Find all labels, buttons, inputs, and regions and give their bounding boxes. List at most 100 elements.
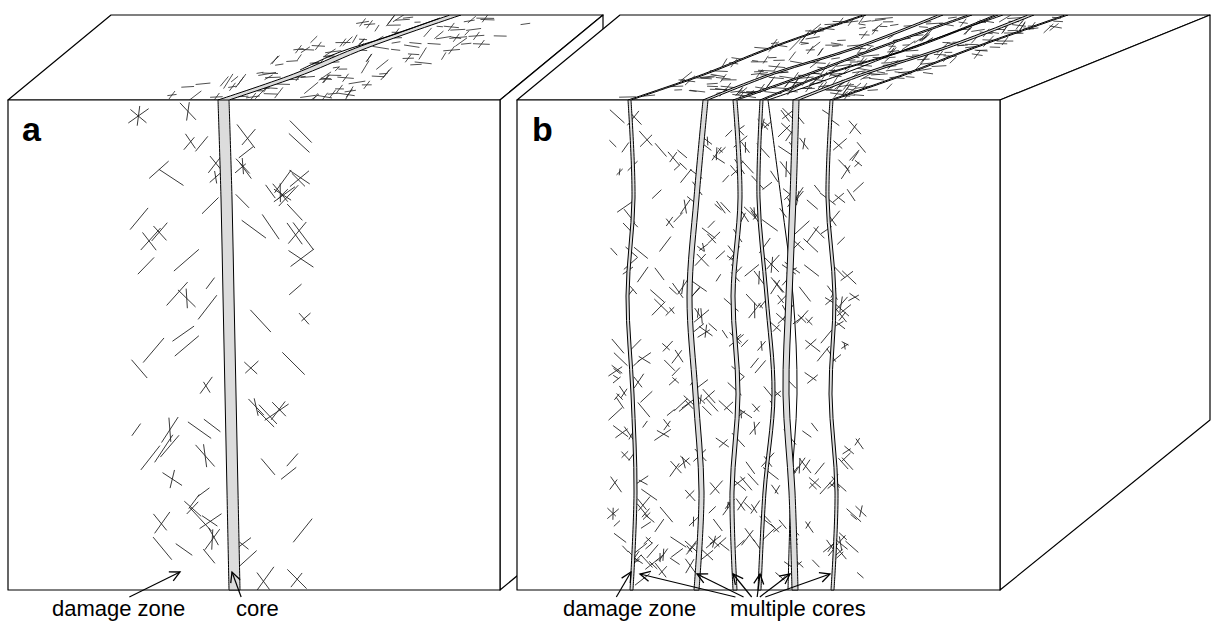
leader-arrow bbox=[129, 572, 180, 597]
fracture-mark bbox=[640, 391, 652, 402]
fracture-mark bbox=[405, 54, 411, 62]
fracture-mark bbox=[932, 65, 947, 67]
fracture-mark bbox=[375, 25, 379, 31]
fracture-mark bbox=[950, 57, 956, 63]
fracture-mark bbox=[814, 227, 825, 238]
fracture-mark bbox=[236, 159, 250, 174]
fracture-mark bbox=[141, 228, 161, 250]
fracture-mark bbox=[202, 516, 217, 526]
fracture-mark bbox=[957, 45, 968, 47]
fracture-mark bbox=[301, 47, 310, 53]
fracture-mark bbox=[789, 52, 796, 61]
fracture-mark bbox=[958, 45, 965, 47]
fracture-mark bbox=[634, 377, 642, 388]
fracture-mark bbox=[340, 39, 346, 47]
fracture-mark bbox=[637, 267, 648, 282]
fracture-mark bbox=[858, 13, 866, 24]
fracture-mark bbox=[612, 339, 624, 353]
fracture-mark bbox=[634, 374, 643, 388]
fracture-mark bbox=[670, 307, 675, 313]
fracture-mark bbox=[880, 26, 888, 27]
fracture-mark bbox=[610, 479, 617, 489]
zone-label: damage zone bbox=[563, 596, 696, 621]
fracture-mark bbox=[745, 142, 746, 153]
fracture-mark bbox=[674, 89, 682, 90]
fracture-mark bbox=[404, 45, 419, 47]
fracture-mark bbox=[654, 429, 670, 440]
fracture-mark bbox=[837, 237, 844, 244]
fracture-mark bbox=[319, 72, 331, 80]
fracture-mark bbox=[807, 226, 818, 242]
fracture-mark bbox=[721, 202, 731, 212]
fracture-mark bbox=[424, 28, 432, 37]
fracture-mark bbox=[614, 394, 619, 400]
fracture-mark bbox=[838, 458, 848, 469]
fracture-mark bbox=[640, 135, 652, 147]
fracture-mark bbox=[945, 52, 953, 53]
fracture-mark bbox=[295, 45, 301, 53]
fracture-mark bbox=[167, 282, 188, 305]
fracture-mark bbox=[843, 86, 849, 94]
fracture-mark bbox=[619, 96, 636, 97]
fracture-mark bbox=[820, 479, 833, 494]
fracture-mark bbox=[890, 24, 898, 25]
fracture-mark bbox=[803, 138, 805, 149]
fracture-mark bbox=[239, 551, 256, 567]
fracture-mark bbox=[622, 546, 628, 552]
fracture-mark bbox=[994, 43, 1007, 44]
fracture-mark bbox=[716, 438, 729, 447]
fracture-mark bbox=[298, 54, 302, 59]
fracture-mark bbox=[854, 94, 864, 96]
fracture-mark bbox=[624, 427, 633, 440]
fracture-mark bbox=[868, 89, 878, 91]
fracture-mark bbox=[346, 89, 352, 97]
fracture-mark bbox=[310, 36, 317, 43]
fracture-mark bbox=[883, 21, 893, 22]
fracture-mark bbox=[360, 18, 366, 26]
fracture-mark bbox=[849, 121, 861, 135]
fracture-mark bbox=[719, 147, 726, 153]
fracture-mark bbox=[707, 137, 709, 146]
fracture-mark bbox=[686, 490, 694, 498]
fracture-mark bbox=[694, 323, 704, 331]
fracture-mark bbox=[746, 462, 755, 474]
fracture-mark bbox=[143, 338, 164, 363]
fracture-mark bbox=[449, 37, 467, 39]
fracture-mark bbox=[383, 70, 389, 78]
fracture-mark bbox=[670, 463, 679, 476]
fracture-mark bbox=[153, 226, 166, 240]
fracture-mark bbox=[850, 124, 857, 134]
fracture-mark bbox=[330, 90, 336, 98]
fracture-mark bbox=[781, 123, 792, 133]
fracture-mark bbox=[614, 533, 626, 542]
fracture-mark bbox=[455, 38, 467, 46]
fracture-mark bbox=[737, 496, 747, 510]
fracture-mark bbox=[137, 106, 140, 126]
fracture-mark bbox=[200, 377, 212, 394]
fracture-mark bbox=[831, 58, 840, 59]
fracture-mark bbox=[664, 419, 670, 427]
fracture-mark bbox=[754, 71, 764, 72]
fracture-mark bbox=[855, 438, 860, 445]
fracture-mark bbox=[204, 444, 207, 467]
fault-core-top bbox=[218, 15, 461, 100]
fracture-mark bbox=[237, 124, 255, 148]
fracture-mark bbox=[859, 24, 866, 26]
fracture-mark bbox=[771, 280, 780, 294]
fracture-mark bbox=[610, 110, 625, 123]
fracture-mark bbox=[386, 14, 396, 27]
fracture-mark bbox=[682, 457, 685, 468]
fracture-mark bbox=[287, 569, 306, 588]
fracture-mark bbox=[612, 365, 623, 373]
fracture-mark bbox=[795, 221, 809, 234]
fracture-mark bbox=[755, 360, 766, 373]
fracture-mark bbox=[867, 45, 874, 46]
fracture-mark bbox=[393, 14, 406, 22]
fracture-mark bbox=[675, 350, 683, 362]
fracture-mark bbox=[750, 358, 758, 368]
fracture-mark bbox=[196, 445, 215, 467]
fracture-mark bbox=[713, 536, 716, 548]
fracture-mark bbox=[381, 67, 392, 80]
fracture-mark bbox=[338, 69, 347, 70]
